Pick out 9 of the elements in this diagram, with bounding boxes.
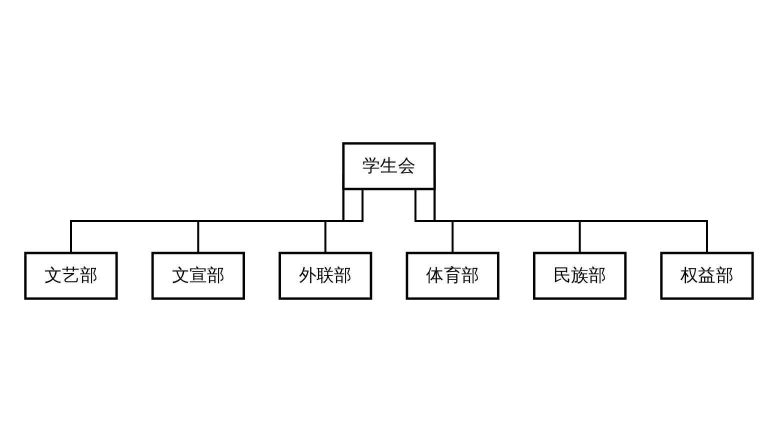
node-box: 文艺部 (24, 252, 118, 300)
node-box: 权益部 (660, 252, 754, 300)
node-box: 民族部 (532, 252, 626, 300)
node-box: 外联部 (278, 252, 372, 300)
connector (324, 189, 364, 254)
node-box: 文宣部 (150, 252, 244, 300)
connector (414, 189, 454, 254)
node-box: 体育部 (405, 252, 499, 300)
node-box: 学生会 (342, 142, 436, 190)
